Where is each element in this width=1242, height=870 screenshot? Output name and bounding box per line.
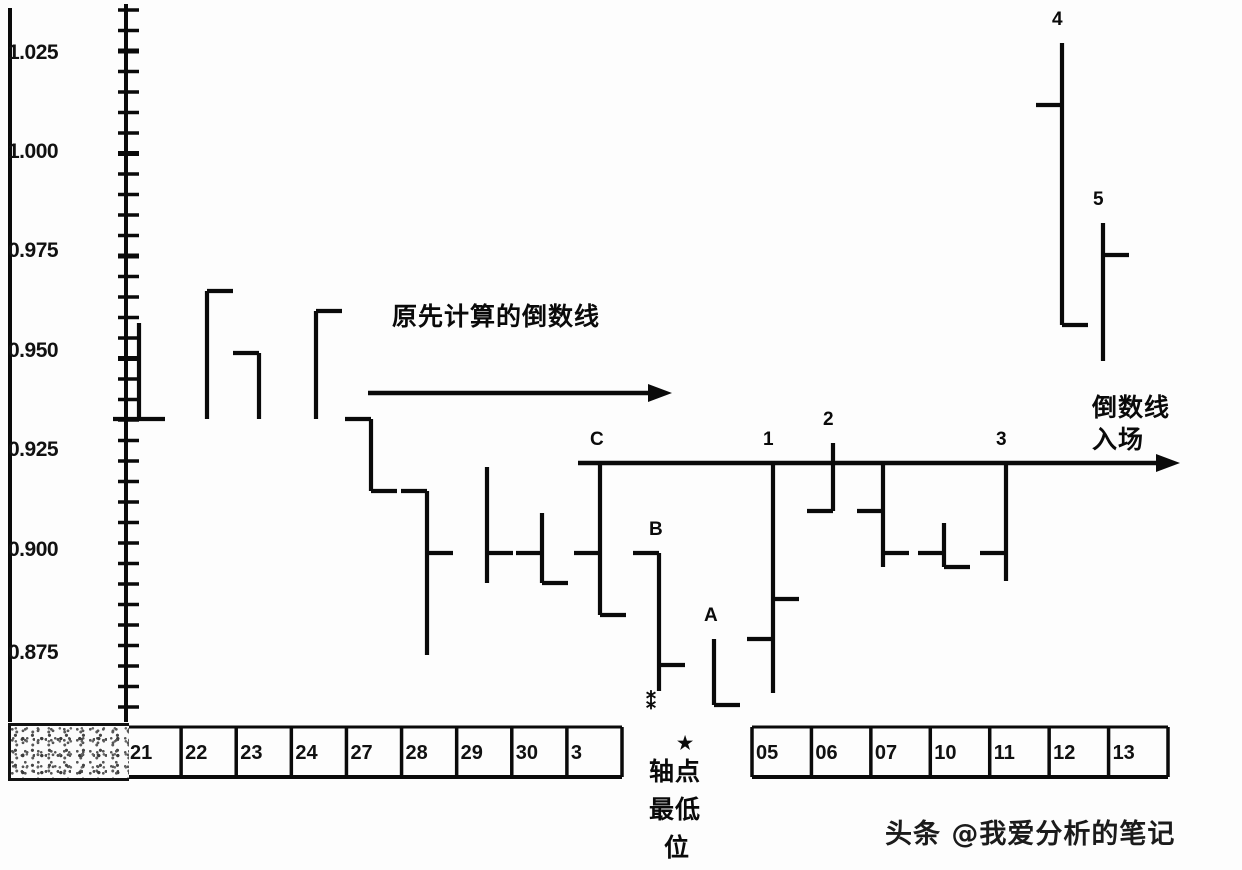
ohlc-bar-21 [113,323,165,422]
x-left-tick-label: 27 [350,742,373,764]
ohlc-bar-07 [857,463,909,567]
bar-marker-C: C [590,429,604,450]
ohlc-bar-10 [918,523,970,570]
ohlc-bar-12 [1036,43,1088,328]
x-right-tick-label: 11 [993,742,1015,764]
bar-marker-4: 4 [1052,9,1063,30]
ohlc-bar-B [633,550,685,691]
x-right-tick-label: 06 [815,742,838,764]
y-tick-label-1000: 1.000 [8,140,59,163]
ohlc-bar-23 [233,350,262,419]
ohlc-bar-3 [574,463,626,618]
y-tick-label-0950: 0.950 [8,339,59,362]
x-right-tick-label: 07 [874,742,898,764]
ohlc-bar-30 [516,513,568,586]
y-tick-label-1025: 1.025 [8,41,59,64]
ohlc-bar-29 [484,467,513,583]
bar-marker-B: B [649,519,663,540]
ohlc-bar-06 [807,443,836,514]
watermark-text: 头条 @我爱分析的笔记 [885,819,1176,850]
ohlc-bar-A [711,639,740,708]
ohlc-bar-13 [1100,223,1129,361]
pivot-note-line-2: 最低 [649,795,702,824]
annotation-original-countdown-line: 原先计算的倒数线 [392,302,601,331]
x-right-tick-label: 05 [756,742,779,764]
x-right-tick-label: 13 [1112,742,1135,764]
ohlc-bar-05 [747,463,799,693]
pivot-note-line-3: 位 [664,833,691,862]
x-left-tick-label: 24 [295,742,318,764]
bar-marker-2: 2 [823,409,834,430]
x-left-tick-label: 3 [570,742,582,764]
y-tick-label-0875: 0.875 [8,641,59,664]
y-tick-label-0975: 0.975 [8,239,59,262]
countdown-entry-line-arrowhead [1156,454,1180,472]
bar-marker-A: A [704,605,718,626]
x-right-tick-label: 12 [1053,742,1076,764]
x-right-tick-label: 10 [934,742,957,764]
y-tick-label-0925: 0.925 [8,438,59,461]
ohlc-bar-27 [345,416,397,494]
ohlc-bar-22 [204,288,233,419]
x-left-tick-label: 22 [185,742,208,764]
original-countdown-line-arrowhead [648,384,672,402]
pivot-note-line-1: 轴点 [649,757,702,786]
x-left-tick-label: 28 [405,742,428,764]
x-left-tick-label: 23 [240,742,263,764]
bar-marker-3: 3 [996,429,1007,450]
x-left-tick-label: 29 [460,742,483,764]
annotation-entry-line-2: 入场 [1092,425,1145,454]
axis-noise-block [8,723,129,781]
star-marker: ★ [677,733,694,753]
y-tick-label-0900: 0.900 [8,538,59,561]
annotation-entry-line-1: 倒数线 [1092,393,1171,422]
ohlc-bar-28 [401,488,453,655]
bar-marker-1: 1 [763,429,774,450]
x-left-tick-label: 30 [515,742,539,764]
ohlc-bar-24 [313,308,342,419]
x-left-tick-label: 21 [130,742,153,764]
ohlc-bar-11 [980,463,1009,581]
bar-marker-5: 5 [1093,189,1104,210]
asterisk-pair-marker: ⁑ [646,692,656,714]
